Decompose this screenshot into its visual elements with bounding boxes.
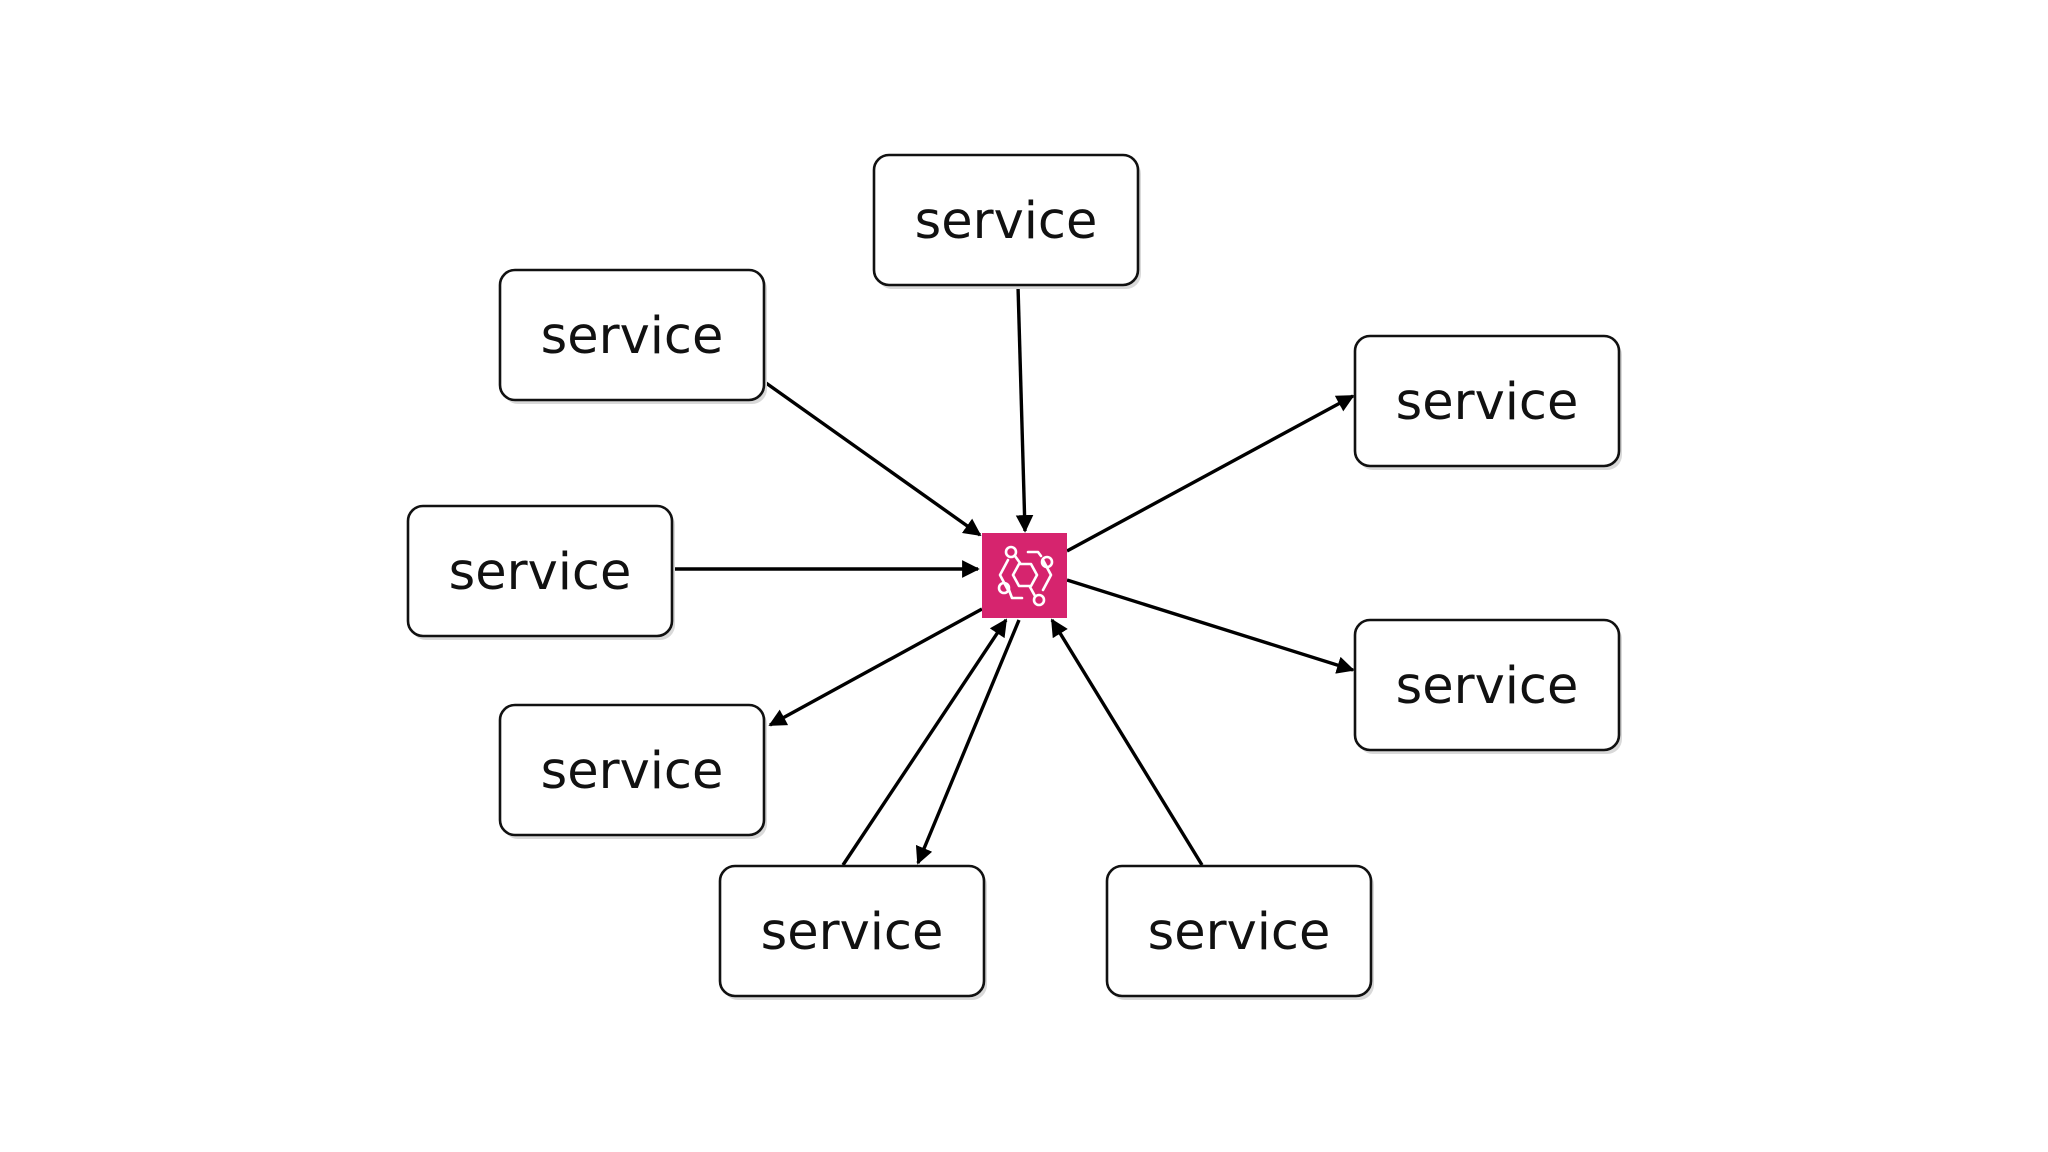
service-label: service [449,543,632,602]
event-bus-hub [982,533,1067,618]
service-box [1353,334,1621,468]
arrow-hub-to-lower-right [1066,578,1355,674]
service-label: service [915,192,1098,251]
event-bus-icon-background [982,533,1067,618]
service-label: service [1148,903,1331,962]
service-box [1353,618,1621,752]
service-box [406,504,674,638]
service-node-lower-left: service [498,703,767,839]
arrow-hub-to-lower-left [768,607,983,727]
arrow-top-to-hub [1015,285,1034,533]
arrow-upper-left-to-hub [765,381,982,537]
service-node-top: service [872,153,1141,289]
arrow-hub-to-upper-right [1066,394,1355,553]
service-box [498,268,766,402]
service-node-left: service [406,504,675,640]
service-label: service [1396,373,1579,432]
arrow-bottom-left-to-hub [841,618,1008,866]
service-label: service [1396,657,1579,716]
service-node-upper-left: service [498,268,767,404]
edges [673,285,1355,866]
service-label: service [541,742,724,801]
event-bus-icon [997,545,1054,607]
service-node-upper-right: service [1353,334,1622,470]
service-node-bottom-left: service [718,864,987,1000]
service-box [498,703,766,837]
service-nodes: service service service service service servi… [406,153,1622,1000]
arrow-hub-to-bottom-left [915,619,1021,865]
service-box [718,864,986,998]
service-label: service [761,903,944,962]
service-box [1105,864,1373,998]
service-box [872,153,1140,287]
service-label: service [541,307,724,366]
service-node-bottom-right: service [1105,864,1374,1000]
arrow-bottom-right-to-hub [1050,618,1204,866]
service-node-lower-right: service [1353,618,1622,754]
